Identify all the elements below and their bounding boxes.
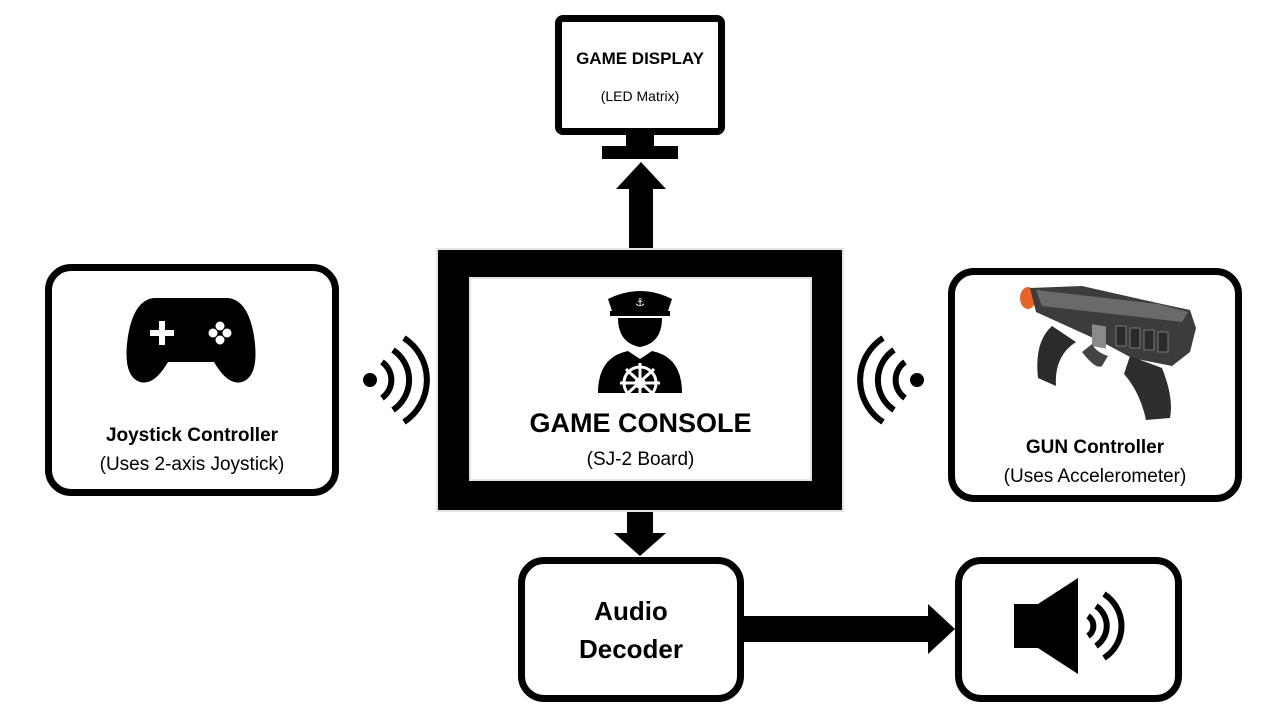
game-display-box (555, 15, 725, 135)
gun-controller-title: GUN Controller (1025, 437, 1165, 458)
wireless-signal-icon (363, 335, 430, 425)
audio-decoder-box (518, 557, 744, 702)
audio-decoder-title: Audio Decoder (518, 592, 744, 668)
svg-text:⚓: ⚓ (635, 296, 645, 309)
audio-decoder-line2: Decoder (578, 634, 684, 664)
arrow-console-to-display (616, 162, 666, 250)
game-console-title: GAME CONSOLE (529, 408, 752, 438)
monitor-stand-base (602, 146, 678, 159)
game-display-title: GAME DISPLAY (576, 49, 704, 68)
arrow-console-to-audio (614, 512, 666, 556)
arrow-audio-to-speaker (744, 604, 955, 654)
gamepad-icon (126, 298, 256, 383)
captain-icon: ⚓ (598, 291, 682, 395)
gun-icon (1020, 286, 1196, 420)
monitor-stand-neck (626, 135, 654, 148)
gun-controller-subtitle: (Uses Accelerometer) (1003, 466, 1187, 487)
speaker-icon (1014, 578, 1125, 674)
game-display-subtitle: (LED Matrix) (600, 88, 680, 104)
joystick-controller-subtitle: (Uses 2-axis Joystick) (99, 454, 285, 475)
joystick-controller-title: Joystick Controller (105, 425, 279, 446)
audio-decoder-line1: Audio (594, 596, 668, 626)
game-console-subtitle: (SJ-2 Board) (586, 449, 695, 470)
wireless-signal-icon (857, 335, 924, 425)
